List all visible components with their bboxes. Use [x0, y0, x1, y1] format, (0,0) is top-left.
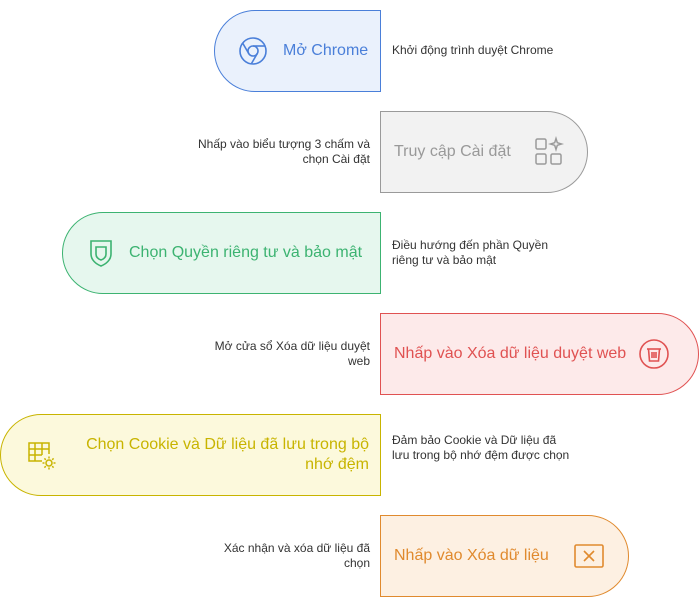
step-open-settings: Truy cập Cài đặt [380, 111, 588, 193]
step-label: Chọn Quyền riêng tư và bảo mật [129, 244, 363, 261]
step-description: Xác nhận và xóa dữ liệu đã chọn [223, 541, 370, 570]
step-label: Nhấp vào Xóa dữ liệu [394, 547, 549, 564]
step-cookies-cache: Chọn Cookie và Dữ liệu đã lưu trong bộ n… [0, 414, 381, 496]
step-description: Khởi động trình duyệt Chrome [392, 43, 554, 57]
step-label: Mở Chrome [283, 42, 369, 59]
table-settings-icon [25, 439, 57, 471]
step-label: Nhấp vào Xóa dữ liệu duyệt web [394, 345, 627, 362]
step-privacy-security: Chọn Quyền riêng tư và bảo mật [62, 212, 381, 294]
step-description: Mở cửa sổ Xóa dữ liệu duyệt web [214, 339, 370, 368]
chrome-icon [237, 35, 269, 67]
close-box-icon [573, 542, 605, 570]
step-clear-browsing-data: Nhấp vào Xóa dữ liệu duyệt web [380, 313, 699, 395]
step-description: Điều hướng đến phần Quyền riêng tư và bả… [392, 238, 549, 267]
step-label: Truy cập Cài đặt [394, 143, 511, 160]
step-description: Nhấp vào biểu tượng 3 chấm và chọn Cài đ… [197, 137, 370, 166]
shield-icon [87, 238, 115, 268]
step-open-chrome: Mở Chrome [214, 10, 381, 92]
step-confirm-clear: Nhấp vào Xóa dữ liệu [380, 515, 629, 597]
trash-icon [638, 338, 670, 370]
step-description: Đảm bảo Cookie và Dữ liệu đã lưu trong b… [392, 433, 570, 462]
apps-grid-icon [533, 136, 565, 168]
step-label: Chọn Cookie và Dữ liệu đã lưu trong bộ n… [86, 436, 369, 473]
